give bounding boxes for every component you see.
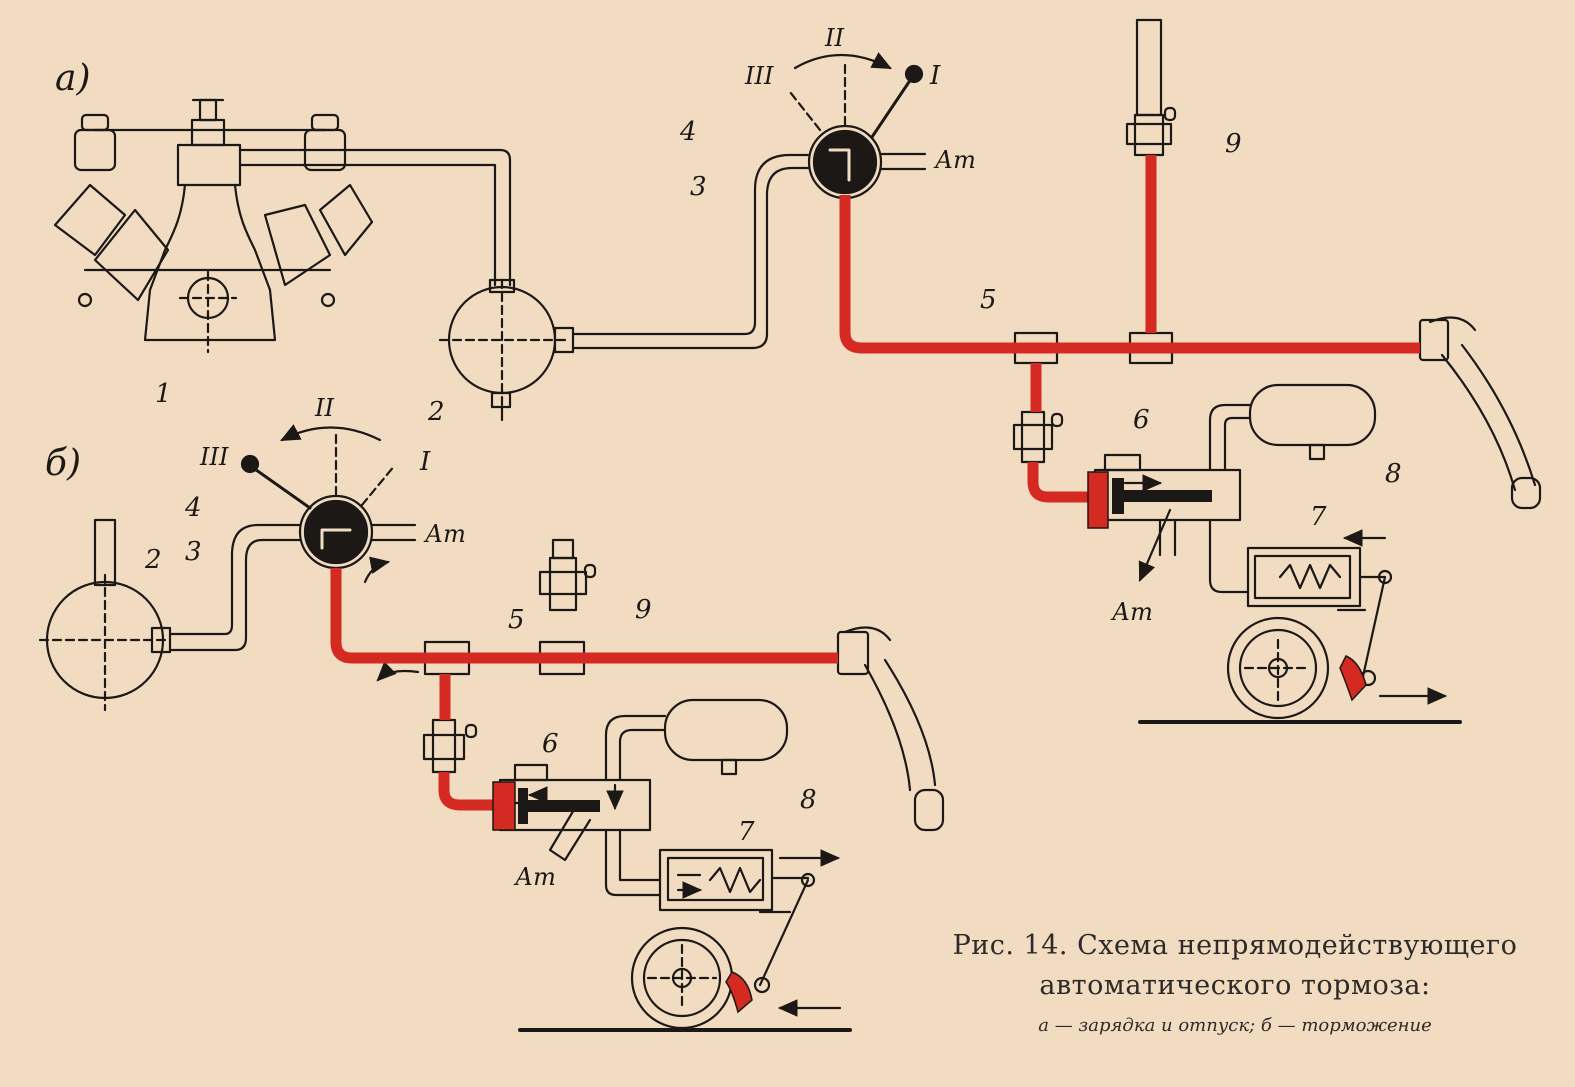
drivers-crane-a [788,52,927,200]
position-I-a: I [929,61,941,91]
caption-line-1: Рис. 14. Схема непрямодействующего [952,930,1518,961]
brake-lines [330,155,1420,811]
brake-cylinder-b [604,828,841,987]
panel-a-letter: а) [55,58,91,99]
label-crane-b: 4 [184,493,202,523]
label-atm-valve-b: Ат [513,863,556,891]
label-tee-b: 5 [508,605,525,635]
label-atm-crane-a: Ат [933,146,976,174]
label-reservoir-b: 2 [144,545,162,575]
drivers-crane-b [240,424,417,584]
caption-line-3: а — зарядка и отпуск; б — торможение [1038,1015,1432,1036]
label-tee-a: 5 [980,285,997,315]
main-reservoir-b [38,518,172,712]
position-III-b: III [199,443,229,471]
compressor-a [53,98,512,354]
label-aux-reservoir-b: 8 [800,785,817,815]
label-pipe-a: 3 [690,172,707,202]
main-reservoir-a [438,278,575,422]
aux-reservoir-b [604,698,789,782]
caption-line-2: автоматического тормоза: [1039,970,1431,1001]
label-atm-crane-b: Ат [423,520,466,548]
position-I-b: I [419,447,431,477]
panel-b-letter: б) [45,443,81,484]
label-valve-b: 9 [635,595,652,625]
label-reservoir-a: 2 [427,397,445,427]
label-atm-valve-a: Ат [1110,598,1153,626]
label-pipe-b: 3 [185,537,202,567]
triple-valve-a [1093,453,1242,583]
position-II-b: II [314,394,334,422]
label-triple-valve-b: 6 [542,729,559,759]
label-brake-cylinder-a: 7 [1310,502,1327,532]
label-valve-a: 9 [1225,129,1242,159]
label-brake-cylinder-b: 7 [738,817,755,847]
aux-reservoir-a [1208,383,1377,472]
wheel-b [518,926,852,1032]
brake-cylinder-a [1208,518,1393,692]
label-crane-a: 4 [679,117,697,147]
label-triple-valve-a: 6 [1133,405,1150,435]
wheel-a [1138,616,1462,724]
position-III-a: III [744,62,774,90]
position-II-a: II [824,24,844,52]
label-compressor-a: 1 [155,379,172,409]
label-aux-reservoir-a: 8 [1385,459,1402,489]
